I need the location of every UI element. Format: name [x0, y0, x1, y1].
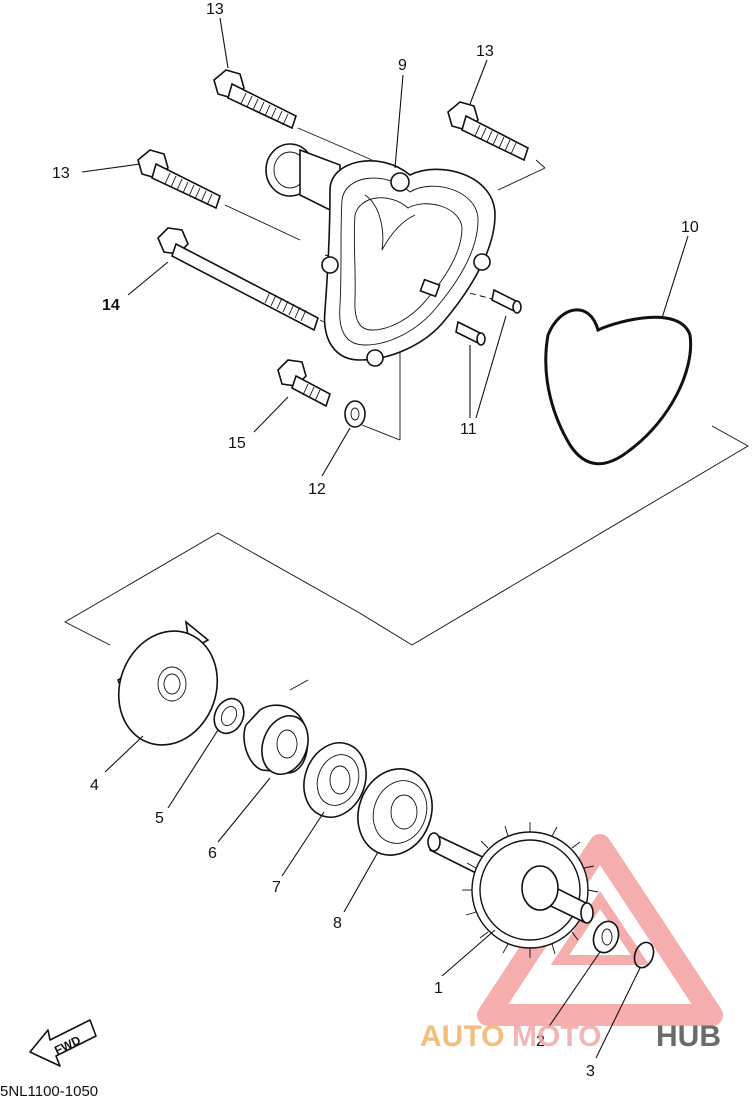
watermark-text: AUTO MOTO HUB	[420, 1020, 721, 1053]
callout-14: 14	[102, 297, 120, 314]
bolt-13-right	[447, 101, 529, 162]
seal-6	[243, 704, 309, 775]
bolt-13-top	[213, 69, 297, 130]
callout-3: 3	[586, 1063, 595, 1080]
bearing-8	[357, 768, 433, 856]
callout-10: 10	[681, 219, 699, 236]
callout-7: 7	[272, 879, 281, 896]
callout-13-left: 13	[52, 165, 70, 182]
impeller-4	[117, 620, 219, 746]
seal-5	[213, 697, 245, 735]
watermark-moto: MOTO	[512, 1020, 601, 1053]
lower-assembly-lines	[64, 425, 749, 691]
callout-13-top: 13	[206, 1, 224, 18]
callout-labels: 13 13 13 9 10 14 11 15 12 4 5 6 7 8 1 2 …	[52, 1, 699, 1080]
bolt-13-left	[137, 149, 221, 210]
callout-6: 6	[208, 845, 217, 862]
circlip-3	[633, 941, 655, 969]
bolt-15	[277, 359, 331, 408]
pump-cover-9	[265, 143, 496, 367]
callout-2: 2	[536, 1033, 545, 1050]
shaft-gear-1	[427, 822, 599, 958]
callout-9: 9	[398, 57, 407, 74]
watermark-auto: AUTO	[420, 1020, 504, 1053]
washer-12	[344, 400, 366, 428]
leader-lines	[81, 17, 689, 1059]
dowel-pins-11	[455, 288, 522, 346]
diagram-code: 5NL1100-1050	[0, 1083, 98, 1098]
callout-11: 11	[460, 421, 477, 438]
callout-8: 8	[333, 915, 342, 932]
callout-12: 12	[308, 481, 326, 498]
callout-4: 4	[90, 777, 99, 794]
callout-13-right: 13	[476, 43, 494, 60]
long-bolt-14	[157, 227, 319, 332]
callout-15: 15	[228, 435, 246, 452]
fwd-arrow-icon: FWD	[29, 1019, 97, 1067]
watermark-hub: HUB	[656, 1020, 721, 1053]
callout-1: 1	[434, 980, 443, 997]
callout-5: 5	[155, 810, 164, 827]
washer-2	[592, 920, 620, 954]
o-ring-10	[544, 308, 693, 466]
